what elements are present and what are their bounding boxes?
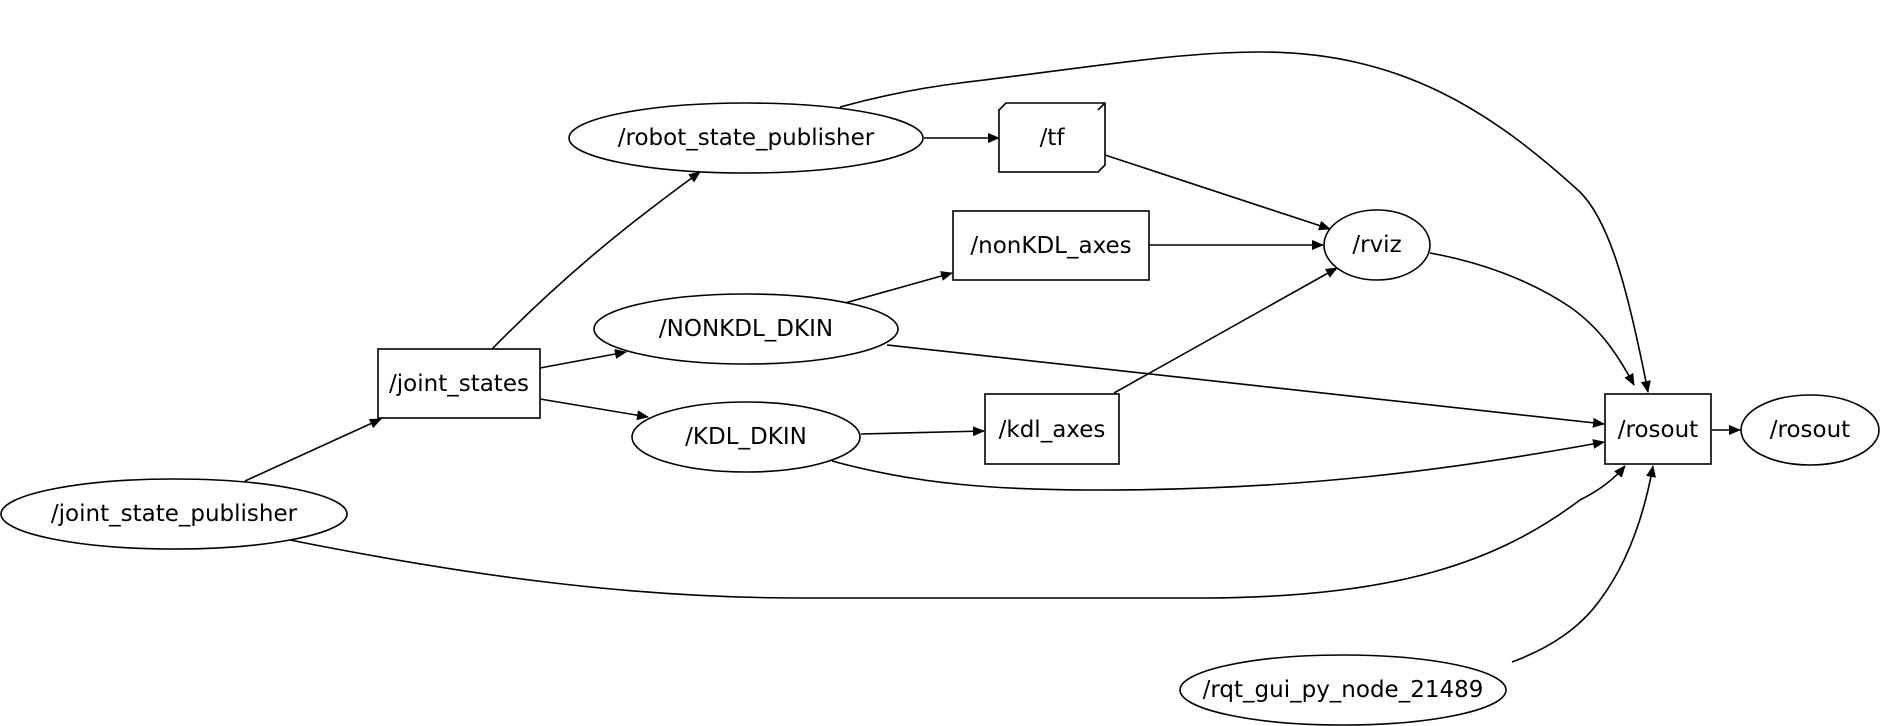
node-tf[interactable]: /tf <box>998 102 1106 173</box>
edge-kdl-axes-to-rviz <box>1113 267 1338 394</box>
node-label: /KDL_DKIN <box>685 424 807 450</box>
edge-joint-state-publisher-to-rosout <box>289 465 1626 599</box>
node-label: /tf <box>1040 125 1066 151</box>
node-ellipse <box>631 401 861 473</box>
node-box <box>1604 393 1712 465</box>
edge-joint-states-to-nonkdl-dkin <box>539 349 627 369</box>
edge-kdl-dkin-to-rosout <box>831 439 1605 491</box>
node-label: /robot_state_publisher <box>618 125 875 151</box>
node-box-depth-edge <box>1097 102 1106 111</box>
node-ellipse <box>1323 209 1431 281</box>
node-label: /kdl_axes <box>999 417 1106 443</box>
node-rqt-gui-py-node[interactable]: /rqt_gui_py_node_21489 <box>1179 654 1507 726</box>
edge-rviz-to-rosout <box>1429 252 1635 386</box>
edge-rqt-gui-to-rosout <box>1511 465 1656 663</box>
node-box <box>984 393 1120 465</box>
node-label: /nonKDL_axes <box>970 233 1131 259</box>
node-box <box>952 210 1150 281</box>
node-label: /rosout <box>1618 417 1698 443</box>
node-label: /rqt_gui_py_node_21489 <box>1203 677 1484 703</box>
node-label: /rosout <box>1770 417 1850 443</box>
edge-joint-states-to-robot-state-publisher <box>491 171 701 350</box>
node-ellipse <box>1740 394 1880 466</box>
node-kdl-axes[interactable]: /kdl_axes <box>984 393 1120 465</box>
node-ellipse <box>568 102 924 174</box>
edge-robot-state-publisher-to-rosout <box>839 51 1651 393</box>
node-ellipse <box>593 293 899 365</box>
node-joint-states[interactable]: /joint_states <box>377 348 541 419</box>
edge-nonkdl-dkin-to-rosout <box>886 344 1605 428</box>
edge-joint-state-publisher-to-joint-states <box>244 418 382 482</box>
node-robot-state-publisher[interactable]: /robot_state_publisher <box>568 102 924 174</box>
node-nonkdl-axes[interactable]: /nonKDL_axes <box>952 210 1150 281</box>
edge-tf-to-rviz <box>1104 154 1331 231</box>
node-kdl-dkin[interactable]: /KDL_DKIN <box>631 401 861 473</box>
node-label: /joint_states <box>389 371 529 397</box>
node-box <box>377 348 541 419</box>
node-ellipse <box>1179 654 1507 726</box>
node-label: /joint_state_publisher <box>51 501 298 527</box>
node-joint-state-publisher[interactable]: /joint_state_publisher <box>0 478 348 550</box>
node-label: /NONKDL_DKIN <box>659 316 833 342</box>
edges <box>244 51 1741 663</box>
node-ellipse <box>0 478 348 550</box>
edge-joint-states-to-kdl-dkin <box>539 398 649 421</box>
nodes: /joint_state_publisher /joint_states /ro… <box>0 102 1880 726</box>
node-nonkdl-dkin[interactable]: /NONKDL_DKIN <box>593 293 899 365</box>
node-rviz[interactable]: /rviz <box>1323 209 1431 281</box>
node-rosout-node[interactable]: /rosout <box>1740 394 1880 466</box>
node-rosout-topic[interactable]: /rosout <box>1604 393 1712 465</box>
edge-nonkdl-dkin-to-nonkdl-axes <box>844 271 953 304</box>
edge-kdl-dkin-to-kdl-axes <box>860 426 985 437</box>
node-label: /rviz <box>1352 232 1401 258</box>
